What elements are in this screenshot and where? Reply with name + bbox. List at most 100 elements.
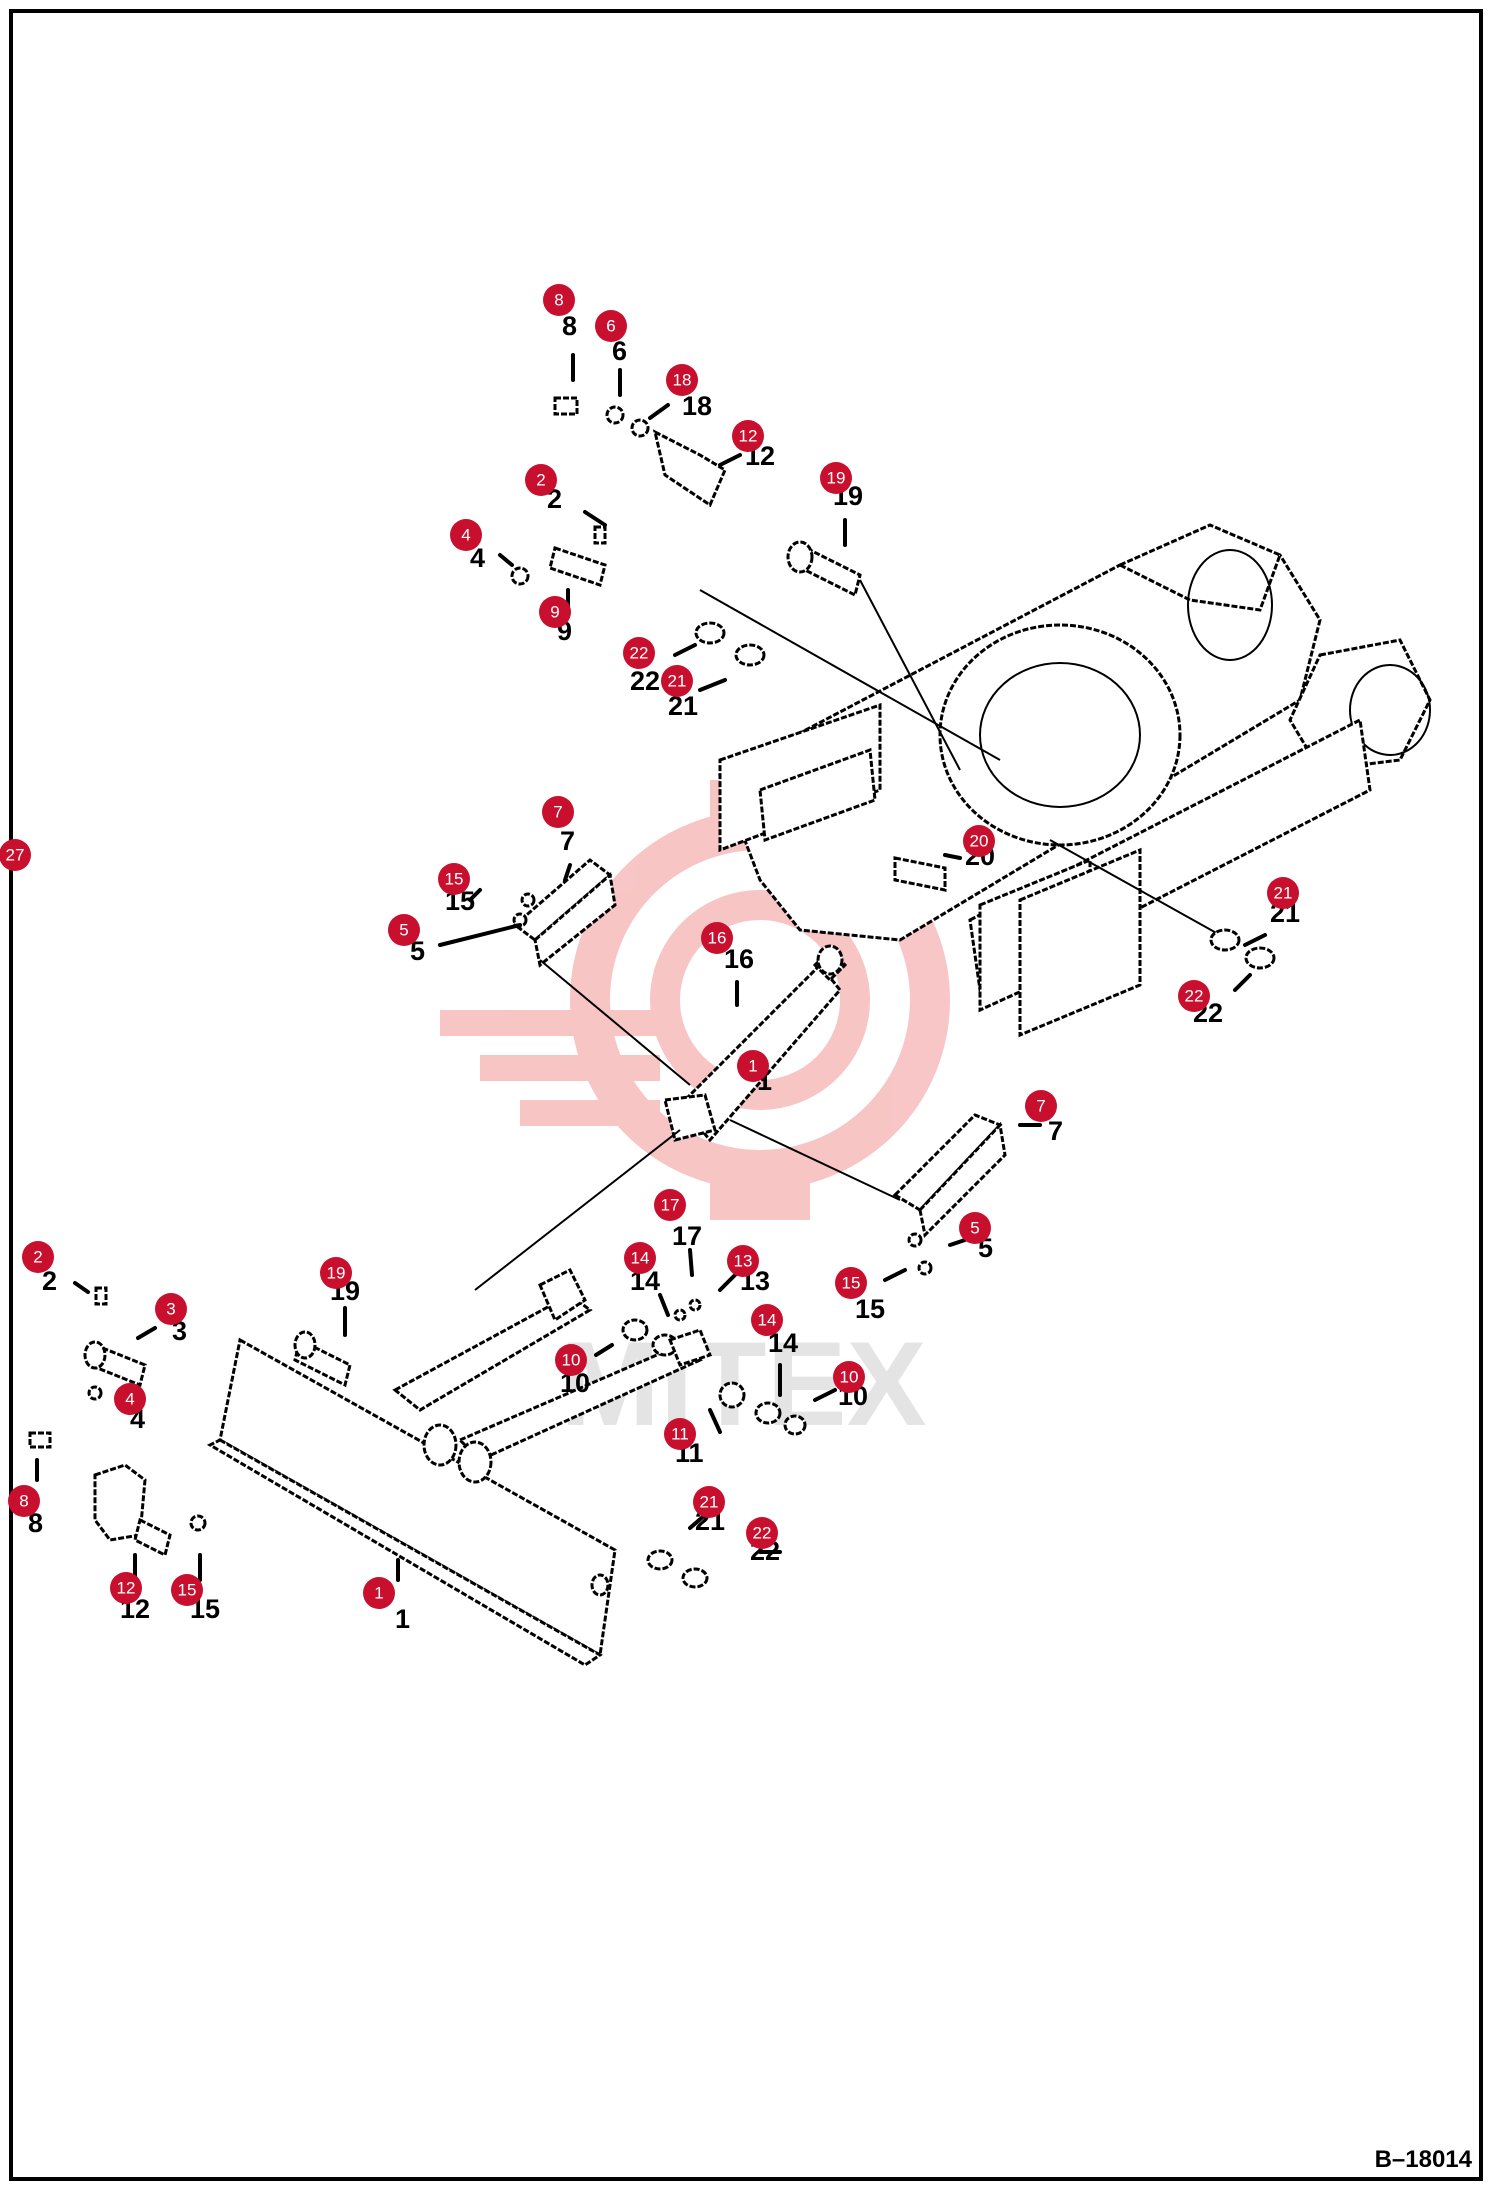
svg-text:7: 7 [553,803,562,822]
part-label: 5 [410,936,425,966]
part-label: 1 [395,1604,410,1634]
svg-text:22: 22 [630,644,649,663]
drawing-reference-code: B–18014 [1374,2146,1472,2173]
svg-text:15: 15 [842,1274,861,1293]
part-label: 7 [560,826,575,856]
part-label: 18 [682,391,712,421]
svg-text:5: 5 [970,1219,979,1238]
lower-hardware [28,892,933,1589]
upper-hardware [510,396,1276,970]
svg-text:27: 27 [6,846,25,865]
svg-text:10: 10 [562,1351,581,1370]
svg-text:20: 20 [970,832,989,851]
svg-text:13: 13 [734,1252,753,1271]
svg-text:19: 19 [827,469,846,488]
part-label: 2 [42,1266,57,1296]
svg-text:8: 8 [554,291,563,310]
svg-text:21: 21 [700,1493,719,1512]
svg-text:21: 21 [668,672,687,691]
callout-badge[interactable]: 15 [171,1574,203,1606]
callout-badge[interactable]: 22 [746,1517,778,1549]
part-label: 8 [562,311,577,341]
callout-badge[interactable]: 5 [959,1212,991,1244]
dozer-blade [206,1129,703,1667]
svg-text:2: 2 [33,1248,42,1267]
svg-text:1: 1 [374,1584,383,1603]
part-label: 6 [612,336,627,366]
callout-badge[interactable]: 15 [835,1267,867,1299]
svg-text:5: 5 [399,921,408,940]
part-label: 22 [630,666,660,696]
svg-text:10: 10 [840,1368,859,1387]
svg-text:12: 12 [117,1579,136,1598]
part-label: 7 [1048,1116,1063,1146]
callout-badge[interactable]: 22 [1178,980,1210,1012]
svg-text:4: 4 [125,1390,134,1409]
svg-text:15: 15 [445,870,464,889]
part-label: 4 [470,543,485,573]
callout-badge[interactable]: 10 [555,1344,587,1376]
callout-badge[interactable]: 7 [542,796,574,828]
svg-text:11: 11 [671,1425,689,1444]
callout-badge[interactable]: 21 [1267,877,1299,909]
callout-badge[interactable]: 1 [737,1050,769,1082]
callout-badge[interactable]: 13 [727,1245,759,1277]
callout-badge[interactable]: 2 [22,1241,54,1273]
callout-badge[interactable]: 21 [661,665,693,697]
callout-badge[interactable]: 19 [320,1257,352,1289]
callout-badge[interactable]: 21 [693,1486,725,1518]
svg-text:15: 15 [178,1581,197,1600]
svg-text:8: 8 [19,1492,28,1511]
part-label: 15 [855,1294,885,1324]
callout-badge[interactable]: 14 [624,1242,656,1274]
svg-text:12: 12 [739,427,758,446]
callout-badge[interactable]: 9 [539,596,571,628]
callout-badge[interactable]: 19 [820,462,852,494]
callout-badge[interactable]: 15 [438,863,470,895]
svg-text:7: 7 [1036,1097,1045,1116]
svg-text:9: 9 [550,603,559,622]
part-label: 17 [672,1221,702,1251]
svg-text:22: 22 [1185,987,1204,1006]
svg-text:3: 3 [166,1300,175,1319]
side-marker-badge[interactable]: 27 [0,839,31,871]
part-label: 8 [28,1508,43,1538]
part-label: 16 [724,944,754,974]
callout-badge[interactable]: 8 [8,1485,40,1517]
callout-badge[interactable]: 8 [543,284,575,316]
callout-badge[interactable]: 18 [666,364,698,396]
callout-badge[interactable]: 12 [732,420,764,452]
leader-lines [35,353,1267,1582]
svg-text:1: 1 [748,1057,757,1076]
callout-badges[interactable]: 8 6 18 12 19 2 4 9 22 21 7 15 5 20 21 22… [0,284,1299,1609]
svg-text:2: 2 [536,471,545,490]
svg-text:19: 19 [327,1264,346,1283]
callout-badge[interactable]: 4 [114,1383,146,1415]
callout-badge[interactable]: 1 [363,1577,395,1609]
svg-text:16: 16 [708,929,727,948]
callout-badge[interactable]: 3 [155,1293,187,1325]
svg-text:17: 17 [661,1196,680,1215]
svg-text:4: 4 [461,526,470,545]
callout-badge[interactable]: 11 [664,1418,696,1450]
callout-badge[interactable]: 22 [623,637,655,669]
callout-badge[interactable]: 4 [450,519,482,551]
svg-text:14: 14 [758,1311,777,1330]
callout-badge[interactable]: 14 [751,1304,783,1336]
callout-badge[interactable]: 6 [595,310,627,342]
callout-badge[interactable]: 10 [833,1361,865,1393]
callout-badge[interactable]: 12 [110,1572,142,1604]
svg-text:6: 6 [606,317,615,336]
callout-badge[interactable]: 7 [1025,1090,1057,1122]
svg-text:21: 21 [1274,884,1293,903]
track-frame [699,523,1432,1038]
callout-badge[interactable]: 20 [963,825,995,857]
callout-badge[interactable]: 5 [388,914,420,946]
callout-badge[interactable]: 16 [701,922,733,954]
svg-text:22: 22 [753,1524,772,1543]
svg-text:18: 18 [673,371,692,390]
svg-text:14: 14 [631,1249,650,1268]
callout-badge[interactable]: 17 [654,1189,686,1221]
callout-badge[interactable]: 2 [525,464,557,496]
